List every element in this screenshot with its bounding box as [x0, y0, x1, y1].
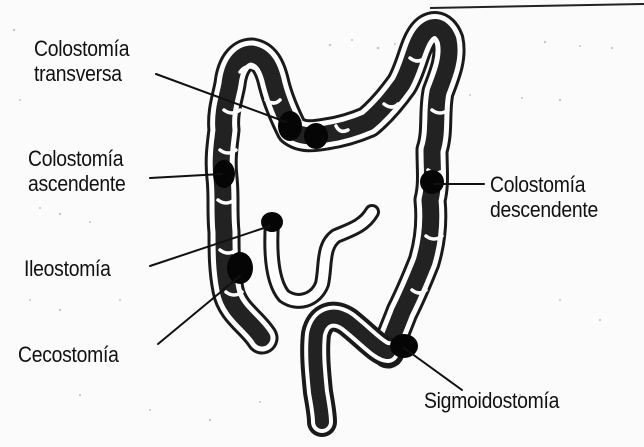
label-colostomia-transversa: Colostomía transversa: [34, 36, 129, 86]
label-ileostomia-text: Ileostomía: [24, 256, 111, 281]
label-descendente-line2: descendente: [490, 197, 598, 222]
stoma-transversa: [278, 111, 302, 141]
sigmoid-rectum: [315, 317, 388, 422]
label-cecostomia: Cecostomía: [18, 342, 119, 367]
scan-rule: [430, 4, 644, 8]
label-ascendente-line1: Colostomía: [28, 146, 125, 171]
stoma-descendente: [420, 170, 444, 194]
label-colostomia-ascendente: Colostomía ascendente: [28, 146, 125, 196]
label-ileostomia: Ileostomía: [24, 256, 111, 281]
stoma-ileostomia: [261, 212, 283, 232]
label-ascendente-line2: ascendente: [28, 171, 125, 196]
leader-sigmoidostomia: [404, 348, 462, 390]
label-transversa-line2: transversa: [34, 61, 129, 86]
label-transversa-line1: Colostomía: [34, 36, 129, 61]
stoma-transversa-2: [304, 123, 328, 149]
ileum: [271, 212, 372, 301]
label-descendente-line1: Colostomía: [490, 172, 598, 197]
label-cecostomia-text: Cecostomía: [18, 342, 119, 367]
stoma-cecostomia: [227, 252, 253, 284]
label-sigmoidostomia: Sigmoidostomía: [424, 388, 559, 413]
label-colostomia-descendente: Colostomía descendente: [490, 172, 598, 222]
label-sigmoidostomia-text: Sigmoidostomía: [424, 388, 559, 413]
